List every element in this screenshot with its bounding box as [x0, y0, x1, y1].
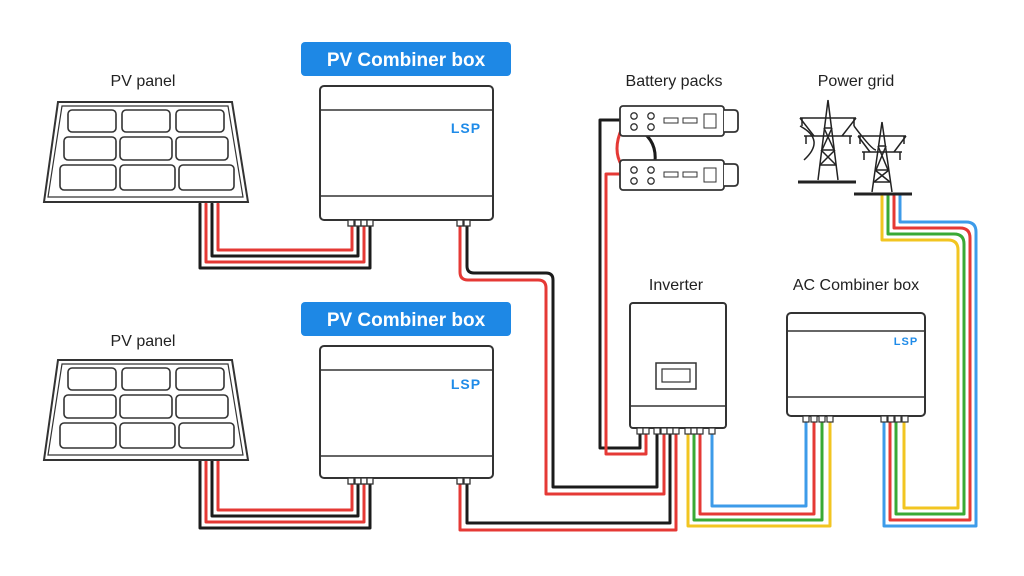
- lsp-logo: LSP: [451, 376, 481, 392]
- lsp-logo: LSP: [451, 120, 481, 136]
- pv-panel-top-label: PV panel: [111, 73, 176, 90]
- pv-panel-bottom-label: PV panel: [111, 333, 176, 350]
- pv-panel-bottom: PV panel: [42, 333, 250, 461]
- wire-combiner-top-to-inverter: [458, 220, 666, 496]
- inverter: Inverter: [629, 277, 727, 435]
- battery-packs: Battery packs: [619, 73, 739, 191]
- pv-combiner-top-title-bg: [301, 42, 511, 76]
- pv-combiner-bottom-title-bg: [301, 302, 511, 336]
- pv-combiner-top-title: PV Combiner box: [327, 50, 486, 71]
- pv-combiner-box-top: PV Combiner box LSP: [301, 42, 511, 227]
- inverter-label: Inverter: [649, 277, 704, 294]
- wire-pv-top-to-combiner-top: [198, 202, 372, 270]
- transmission-tower-left-icon: [798, 99, 877, 184]
- lsp-logo: LSP: [894, 336, 918, 348]
- battery-packs-label: Battery packs: [626, 73, 723, 90]
- wire-combiner-bottom-to-inverter: [458, 426, 678, 532]
- pv-combiner-bottom-title: PV Combiner box: [327, 310, 486, 331]
- transmission-tower-right-icon: [854, 121, 912, 196]
- wire-ac-combiner-to-grid: [880, 194, 978, 528]
- battery-pack-2: [619, 159, 739, 191]
- battery-pack-1: [619, 105, 739, 137]
- power-grid-label: Power grid: [818, 73, 894, 90]
- ac-combiner-box: AC Combiner box LSP: [786, 277, 926, 423]
- pv-panel-top: PV panel: [42, 73, 250, 203]
- wire-inverter-to-ac-combiner: [686, 414, 832, 528]
- pv-combiner-box-bottom: PV Combiner box LSP: [301, 302, 511, 485]
- wires: [198, 118, 978, 532]
- wire-pv-bottom-to-combiner-bottom: [198, 458, 372, 530]
- ac-combiner-box-label: AC Combiner box: [793, 277, 919, 294]
- power-grid: Power grid: [798, 73, 912, 196]
